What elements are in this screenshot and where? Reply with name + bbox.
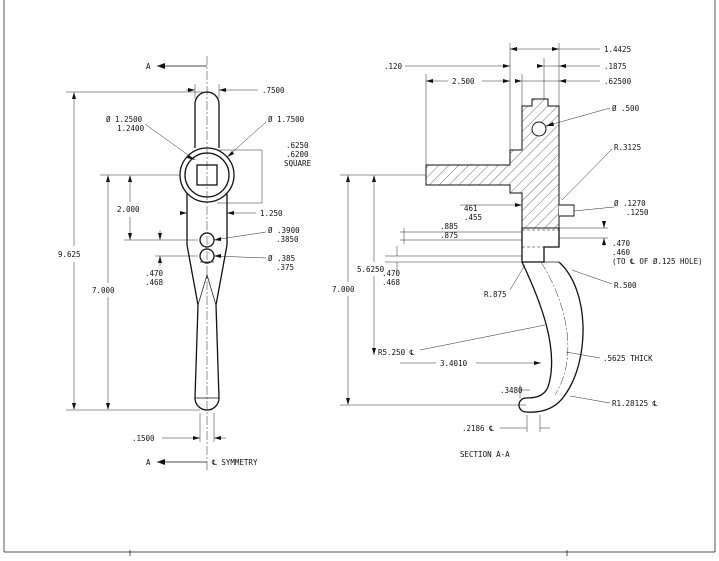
dim-470b-a: .470 xyxy=(382,269,401,278)
dim-7000: 7.000 xyxy=(332,285,355,294)
pin-boss xyxy=(559,204,575,217)
symmetry-label: ℄ SYMMETRY xyxy=(211,458,258,467)
dim-hub-width: 1.250 xyxy=(180,205,283,218)
square-hole xyxy=(196,164,218,186)
dim-1875: .1875 xyxy=(604,62,627,71)
dim-square-3: SQUARE xyxy=(284,159,312,168)
dims-top: 1.4425 .1875 .62500 .120 2.500 xyxy=(384,43,632,165)
section-body xyxy=(425,98,560,229)
dim-hub-inner-2: 1.2400 xyxy=(117,124,145,133)
dim-square: .6250 .6200 SQUARE xyxy=(217,141,312,204)
callout-hole-dia: Ø .500 xyxy=(612,104,640,113)
callout-r128125: R1.28125 ℄ xyxy=(612,399,659,408)
section-blade xyxy=(518,228,584,413)
dim-square-2: .6200 xyxy=(286,150,309,159)
dim-hole-2: Ø .385 .375 xyxy=(213,254,295,272)
dim-hub-inner: Ø 1.2500 1.2400 xyxy=(106,115,196,161)
dim-tip-width: .1500 xyxy=(132,413,226,443)
dim-56250: 5.6250 xyxy=(357,265,385,274)
dim-hole-1-a: Ø .3900 xyxy=(268,226,300,235)
callout-pin-2: .1250 xyxy=(626,208,649,217)
dim-470-b: .460 xyxy=(612,248,631,257)
dim-hole-offset-top: .470 xyxy=(145,269,164,278)
dim-455: .455 xyxy=(464,213,482,222)
callout-r875: R.875 xyxy=(484,290,507,299)
dims-left: 461 .455 .885 .875 7.000 5.6250 .470 .46… xyxy=(332,174,550,433)
dim-hole-1-b: .3850 xyxy=(276,235,299,244)
dim-hub-width-label: 1.250 xyxy=(260,209,283,218)
section-mark-bottom: A xyxy=(146,458,151,467)
dim-3480: .3480 xyxy=(500,386,523,395)
dim-885: .885 xyxy=(440,222,458,231)
dim-top-width-label: .7500 xyxy=(262,86,285,95)
dim-875: .875 xyxy=(440,231,458,240)
callout-r3125: R.3125 xyxy=(614,143,641,152)
dim-2500: 2.500 xyxy=(452,77,475,86)
dim-lower-height-label: 7.000 xyxy=(92,286,115,295)
section-line-a-a: A A ℄ SYMMETRY xyxy=(146,56,258,470)
dim-square-1: .6250 xyxy=(286,141,309,150)
section-mark-top: A xyxy=(146,62,151,71)
dim-lower-height: 7.000 xyxy=(92,174,180,410)
dim-overall-height-label: 9.625 xyxy=(58,250,81,259)
dim-120: .120 xyxy=(384,62,403,71)
dim-top-width: .7500 xyxy=(186,84,285,98)
dim-overall-height: 9.625 xyxy=(58,91,203,411)
dim-62500: .62500 xyxy=(604,77,632,86)
dim-hole-2-a: Ø .385 xyxy=(268,254,295,263)
dim-hub-outer-label: Ø 1.7500 xyxy=(268,115,305,124)
callout-r5250: R5.250 ℄ xyxy=(378,348,416,357)
dim-hole-offset: .470 .468 xyxy=(145,230,198,287)
callout-thickness: .5625 THICK xyxy=(603,354,653,363)
dim-hub-outer: Ø 1.7500 xyxy=(226,115,305,158)
pivot-hole xyxy=(531,121,547,137)
dim-hole-2-b: .375 xyxy=(276,263,294,272)
dim-34010: 3.4010 xyxy=(440,359,468,368)
front-view: A A ℄ SYMMETRY 9.625 xyxy=(58,56,312,470)
callouts-right: Ø .500 R.3125 Ø .1270 .1250 .470 .460 (T… xyxy=(545,104,703,408)
section-title: SECTION A-A xyxy=(460,450,510,459)
callout-pin-1: Ø .1270 xyxy=(614,199,646,208)
dim-hole-spacing-label: 2.000 xyxy=(117,205,140,214)
sheet-border xyxy=(3,0,716,556)
arrow-icon xyxy=(157,63,165,69)
hub-inner-circle xyxy=(184,152,230,198)
dim-2186: .2186 ℄ xyxy=(462,424,495,433)
dim-hole-offset-bottom: .468 xyxy=(145,278,164,287)
dim-hole-spacing: 2.000 xyxy=(117,175,198,241)
dim-tip-width-label: .1500 xyxy=(132,434,155,443)
dim-470-a: .470 xyxy=(612,239,631,248)
dim-470b-b: .468 xyxy=(382,278,401,287)
dim-14425: 1.4425 xyxy=(604,45,631,54)
dim-461: 461 xyxy=(464,204,478,213)
dim-hub-inner-1: Ø 1.2500 xyxy=(106,115,143,124)
dim-hole-1: Ø .3900 .3850 xyxy=(213,226,300,244)
hole-note: (TO ℄ OF Ø.125 HOLE) xyxy=(612,257,703,266)
section-view: 1.4425 .1875 .62500 .120 2.500 xyxy=(332,43,703,459)
arrow-icon xyxy=(157,459,165,465)
callout-r500: R.500 xyxy=(614,281,637,290)
